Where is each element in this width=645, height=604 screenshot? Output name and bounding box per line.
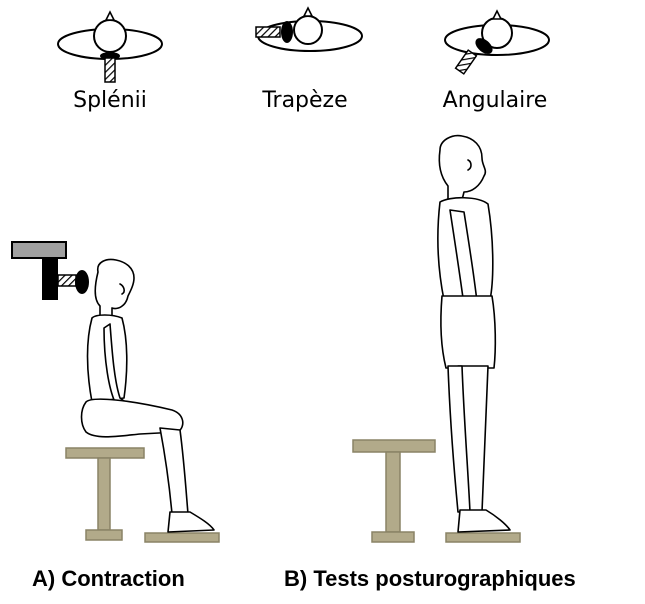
trapeze-label: Trapèze: [230, 88, 380, 113]
vibrator-rod-icon: [105, 58, 115, 82]
standing-stool: [353, 440, 435, 542]
splenii-label: Splénii: [35, 88, 185, 113]
vibrator-contact-icon: [75, 270, 89, 294]
vibrator-device: [12, 242, 89, 300]
vibrator-rod-icon: [256, 27, 280, 37]
panel-a-caption: A) Contraction: [32, 566, 185, 592]
vibrator-arm-icon: [42, 258, 58, 300]
trapeze-head-view: [256, 8, 362, 51]
angulaire-label: Angulaire: [420, 88, 570, 113]
angulaire-head-view: [445, 11, 549, 74]
panel-b-caption: B) Tests posturographiques: [284, 566, 576, 592]
seated-stool: [66, 448, 144, 540]
vibrator-rod-icon: [456, 50, 477, 74]
foot-platform: [145, 533, 219, 542]
splenii-head-view: [58, 12, 162, 82]
vibrator-contact-icon: [281, 21, 293, 43]
standing-subject: [438, 136, 510, 532]
vibrator-rod-icon: [58, 275, 76, 286]
vibrator-mount-icon: [12, 242, 66, 258]
force-platform: [446, 533, 520, 542]
